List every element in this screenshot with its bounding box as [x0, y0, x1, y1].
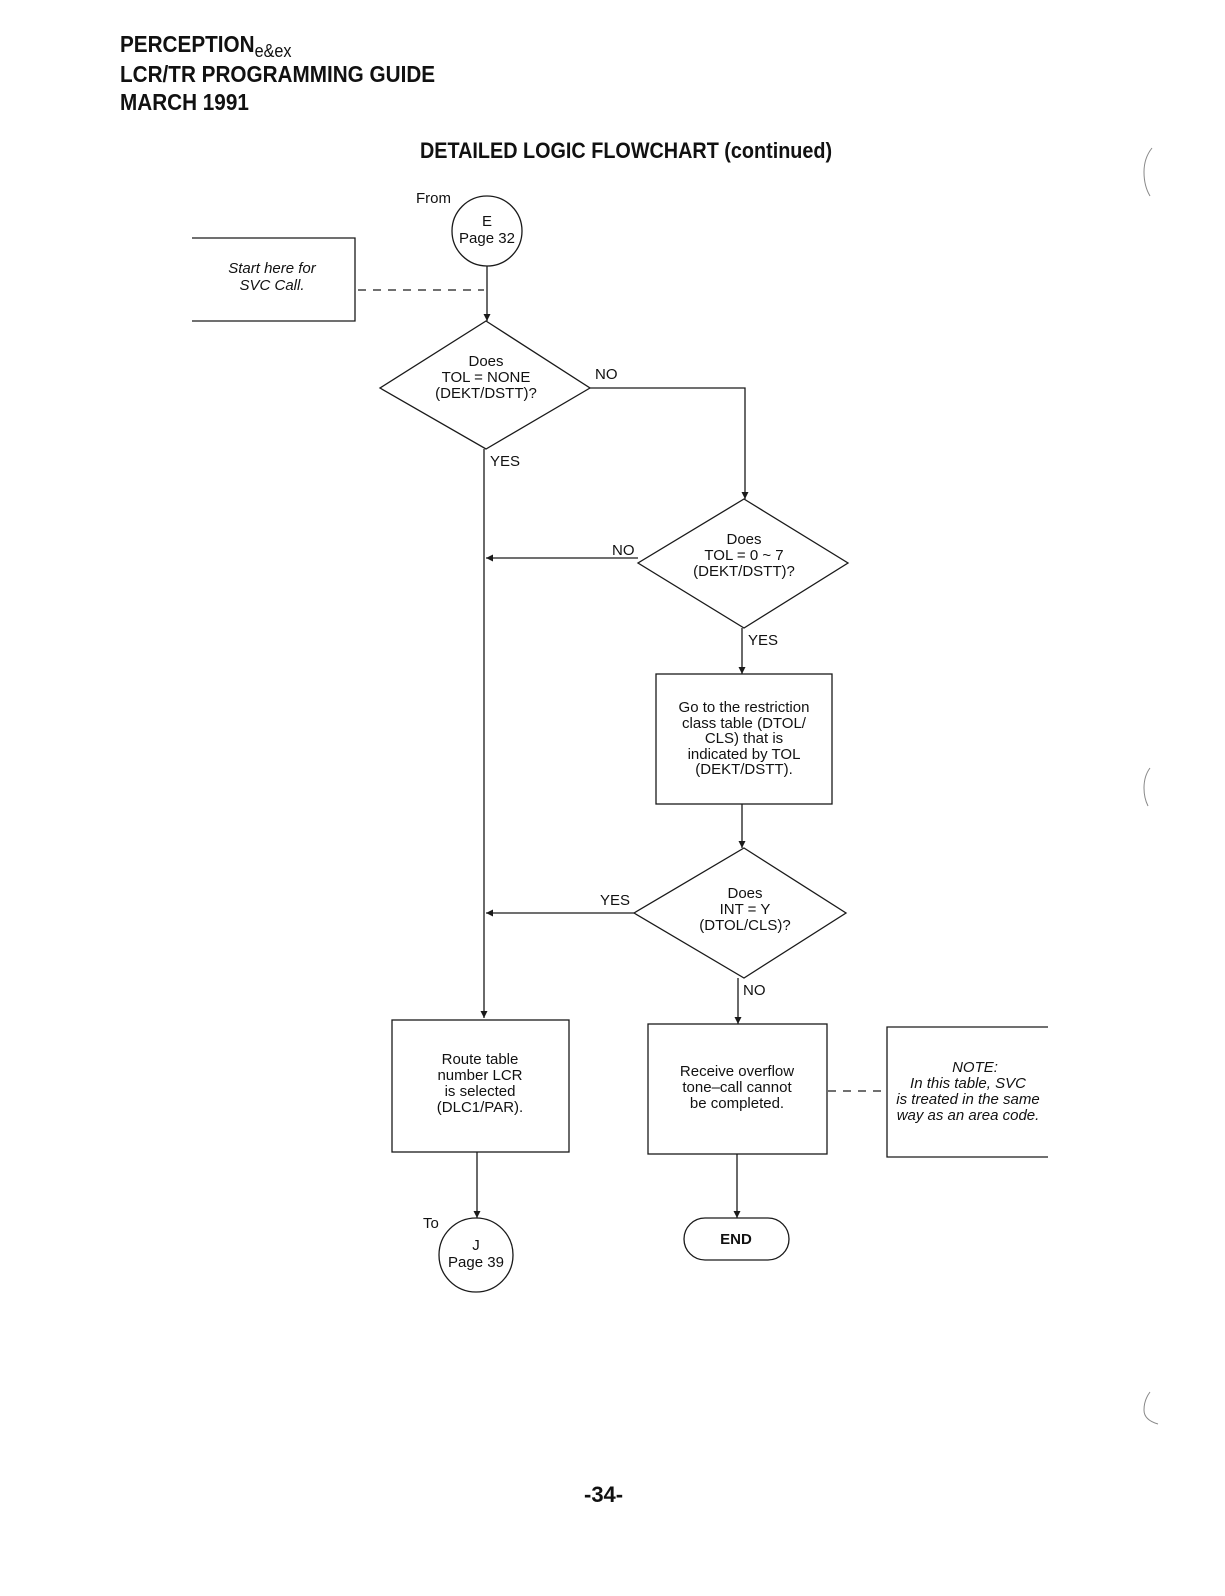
- start-note-bracket: [192, 237, 356, 322]
- note-heading: NOTE:: [952, 1059, 998, 1076]
- decision-tol-none-no-label: NO: [595, 366, 618, 383]
- decision-tol-0-7-no-label: NO: [612, 542, 635, 559]
- flow-line-tol-none-no: [590, 387, 749, 499]
- decision-tol-none-yes-label: YES: [490, 453, 520, 470]
- decision-int-diamond: [632, 847, 848, 979]
- document-header: PERCEPTIONe&ex LCR/TR PROGRAMMING GUIDE …: [120, 30, 435, 116]
- start-note-line-2: SVC Call.: [239, 277, 304, 294]
- decision-tol-0-7-line-2: TOL = 0 ~ 7: [704, 547, 783, 564]
- process-overflow-box: [647, 1023, 828, 1155]
- decision-int: Does INT = Y (DTOL/CLS)? YES NO: [600, 847, 848, 999]
- margin-scan-mark: [1143, 1391, 1159, 1425]
- margin-scan-mark: [1143, 767, 1151, 807]
- end-terminal-label: END: [720, 1231, 752, 1248]
- process-restriction-line-2: class table (DTOL/: [682, 715, 807, 732]
- decision-int-no-label: NO: [743, 982, 766, 999]
- document-date: MARCH 1991: [120, 89, 249, 115]
- process-restriction-box: [655, 673, 833, 805]
- from-connector: From E Page 32: [416, 190, 523, 267]
- to-connector-letter: J: [472, 1237, 480, 1254]
- decision-tol-none: Does TOL = NONE (DEKT/DSTT)? NO YES: [378, 320, 618, 470]
- process-restriction-line-1: Go to the restriction: [679, 699, 810, 716]
- process-overflow-line-1: Receive overflow: [680, 1063, 794, 1080]
- decision-int-line-2: INT = Y: [720, 901, 771, 918]
- product-line: PERCEPTIONe&ex: [120, 30, 435, 61]
- process-route-box: [391, 1019, 570, 1153]
- note-line-2: is treated in the same: [896, 1091, 1039, 1108]
- decision-tol-0-7-line-1: Does: [726, 531, 761, 548]
- end-terminal-shape: [683, 1217, 790, 1261]
- decision-tol-0-7-diamond: [636, 498, 850, 629]
- page-title: DETAILED LOGIC FLOWCHART (continued): [420, 138, 833, 163]
- decision-tol-0-7: Does TOL = 0 ~ 7 (DEKT/DSTT)? NO YES: [612, 498, 850, 649]
- to-connector-circle: [438, 1217, 514, 1293]
- decision-tol-none-line-1: Does: [468, 353, 503, 370]
- process-restriction-line-3: CLS) that is: [705, 730, 783, 747]
- to-connector-page: Page 39: [448, 1254, 504, 1271]
- decision-tol-0-7-line-3: (DEKT/DSTT)?: [693, 563, 795, 580]
- note-bracket: [886, 1026, 1048, 1158]
- product-suffix: e&ex: [254, 41, 292, 61]
- from-connector-page: Page 32: [459, 230, 515, 247]
- decision-int-line-3: (DTOL/CLS)?: [699, 917, 790, 934]
- process-route-line-1: Route table: [442, 1051, 519, 1068]
- note-line-1: In this table, SVC: [910, 1075, 1026, 1092]
- process-route-line-3: is selected: [445, 1083, 516, 1100]
- to-connector: To J Page 39: [423, 1215, 514, 1293]
- from-connector-letter: E: [482, 213, 492, 230]
- product-name: PERCEPTION: [120, 31, 255, 57]
- margin-scan-mark: [1143, 147, 1153, 197]
- process-restriction-line-4: indicated by TOL: [688, 746, 801, 763]
- decision-tol-none-diamond: [378, 320, 592, 450]
- decision-tol-0-7-yes-label: YES: [748, 632, 778, 649]
- process-route: Route table number LCR is selected (DLC1…: [391, 1019, 570, 1153]
- to-label: To: [423, 1215, 439, 1232]
- end-terminal: END: [683, 1217, 790, 1261]
- note-line-3: way as an area code.: [897, 1107, 1040, 1124]
- process-route-line-4: (DLC1/PAR).: [437, 1099, 523, 1116]
- start-note: Start here for SVC Call.: [192, 237, 484, 322]
- process-overflow: Receive overflow tone–call cannot be com…: [647, 1023, 828, 1155]
- start-note-line-1: Start here for: [228, 260, 317, 277]
- decision-int-line-1: Does: [727, 885, 762, 902]
- process-overflow-line-2: tone–call cannot: [682, 1079, 792, 1096]
- process-restriction: Go to the restriction class table (DTOL/…: [655, 673, 833, 805]
- decision-int-yes-label: YES: [600, 892, 630, 909]
- page-number: -34-: [584, 1482, 624, 1507]
- process-overflow-line-3: be completed.: [690, 1095, 784, 1112]
- process-route-line-2: number LCR: [437, 1067, 522, 1084]
- note: NOTE: In this table, SVC is treated in t…: [886, 1026, 1048, 1158]
- decision-tol-none-line-3: (DEKT/DSTT)?: [435, 385, 537, 402]
- from-label: From: [416, 190, 451, 207]
- process-restriction-line-5: (DEKT/DSTT).: [695, 761, 793, 778]
- guide-title: LCR/TR PROGRAMMING GUIDE: [120, 61, 436, 87]
- decision-tol-none-line-2: TOL = NONE: [442, 369, 531, 386]
